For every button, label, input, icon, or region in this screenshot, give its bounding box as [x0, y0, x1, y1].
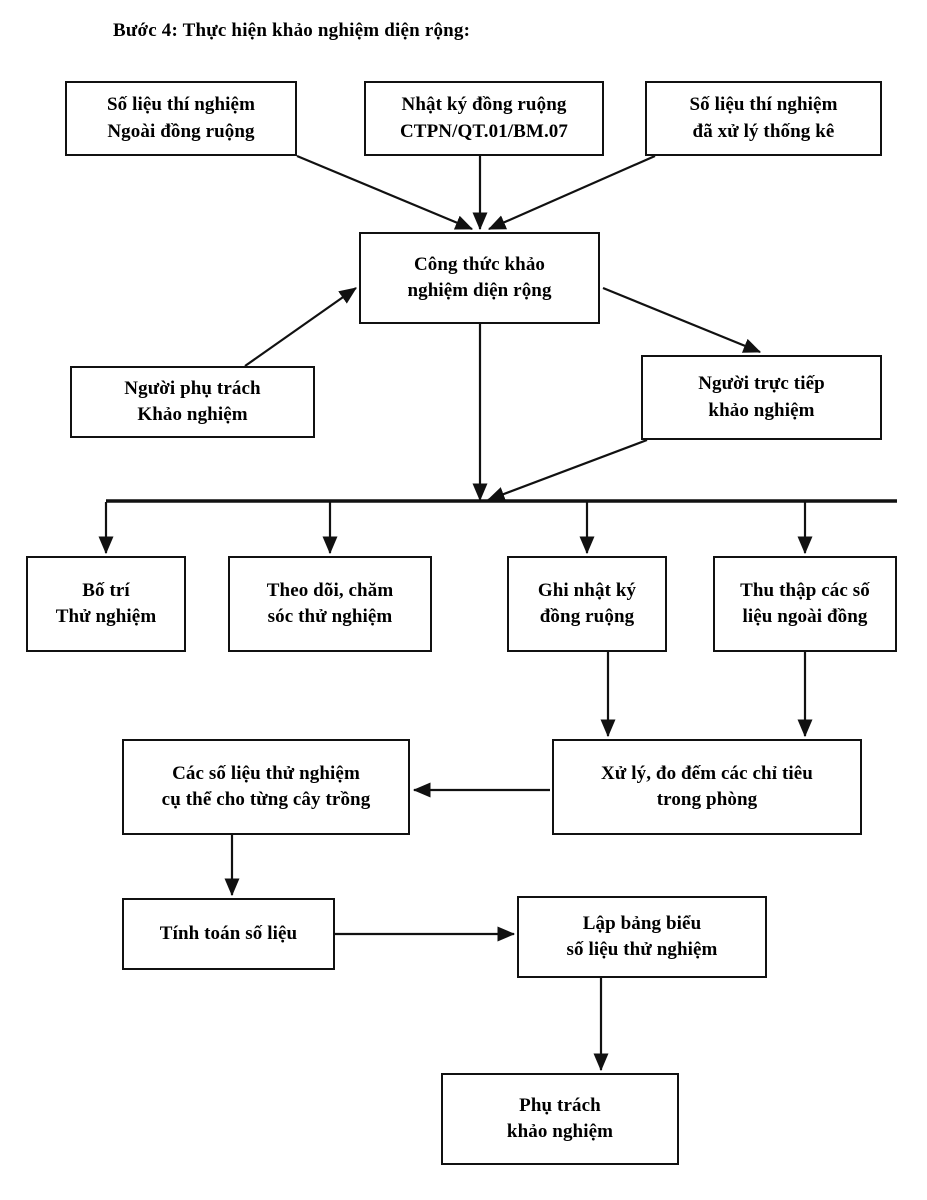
node-label-line-1: Công thức khảo — [413, 253, 546, 275]
node-label-line-1: Theo dõi, chăm — [266, 579, 394, 601]
node-label-line-2: liệu ngoài đồng — [742, 606, 868, 627]
node-label-line-2: đã xử lý thống kê — [692, 120, 835, 142]
node-label-line-1: Xử lý, đo đếm các chỉ tiêu — [601, 762, 813, 784]
node-label-line-2: Ngoài đồng ruộng — [107, 120, 255, 142]
node-label-line-1: Các số liệu thử nghiệm — [172, 762, 360, 784]
node-tinh-toan-so-lieu[interactable]: Tính toán số liệu — [122, 898, 335, 970]
node-phu-trach-khao-nghiem[interactable]: Phụ trách khảo nghiệm — [441, 1073, 679, 1165]
node-lap-bang-bieu-so-lieu-thu-nghiem[interactable]: Lập bảng biểu số liệu thử nghiệm — [517, 896, 767, 978]
node-thu-thap-cac-so-lieu-ngoai-dong[interactable]: Thu thập các số liệu ngoài đồng — [713, 556, 897, 652]
node-label-line-2: khảo nghiệm — [506, 1121, 614, 1142]
node-label-line-2: cụ thể cho từng cây trồng — [161, 789, 371, 810]
node-cong-thuc-khao-nghiem-dien-rong[interactable]: Công thức khảo nghiệm diện rộng — [359, 232, 600, 324]
node-label-line-1: Ghi nhật ký — [537, 579, 637, 601]
node-label-line-2: số liệu thử nghiệm — [566, 939, 718, 960]
edge-cong-thuc-to-nguoi-truc-tiep — [602, 286, 762, 354]
node-cac-so-lieu-thu-nghiem-cu-the[interactable]: Các số liệu thử nghiệm cụ thể cho từng câ… — [122, 739, 410, 835]
page-title: Bước 4: Thực hiện khảo nghiệm diện rộng: — [113, 20, 471, 41]
node-label-line-2: sóc thử nghiệm — [267, 606, 393, 627]
node-ghi-nhat-ky-dong-ruong[interactable]: Ghi nhật ký đồng ruộng — [507, 556, 667, 652]
node-label-line-1: Số liệu thí nghiệm — [106, 94, 256, 116]
edge-nguoi-phu-trach-to-cong-thuc — [244, 287, 357, 367]
node-label-line-2: khảo nghiệm — [708, 399, 815, 421]
node-label-line-1: Nhật ký đồng ruộng — [401, 94, 567, 116]
node-xu-ly-do-dem-cac-chi-tieu[interactable]: Xử lý, đo đếm các chỉ tiêu trong phòng — [552, 739, 862, 835]
node-label-line-2: Khảo nghiệm — [137, 404, 248, 425]
node-nguoi-truc-tiep-khao-nghiem[interactable]: Người trực tiếp khảo nghiệm — [641, 355, 882, 440]
node-label-line-1: Người trực tiếp — [698, 373, 825, 395]
node-label-line-2: Thử nghiệm — [55, 606, 157, 627]
node-label-line-1: Số liệu thí nghiệm — [689, 94, 838, 116]
node-label-line-1: Người phụ trách — [124, 377, 261, 399]
node-so-lieu-thi-nghiem-da-xu-ly-thong-ke[interactable]: Số liệu thí nghiệm đã xử lý thống kê — [645, 81, 882, 156]
node-label-line-1: Thu thập các số — [740, 579, 870, 601]
node-label-line-1: Lập bảng biểu — [582, 912, 702, 934]
node-label-line-2: đồng ruộng — [539, 606, 635, 627]
node-label-line-2: nghiệm diện rộng — [407, 280, 552, 301]
node-label-line-1: Tính toán số liệu — [159, 922, 298, 944]
node-label-line-1: Phụ trách — [519, 1094, 601, 1116]
edge-da-xu-ly-thong-ke-to-cong-thuc — [487, 154, 656, 231]
node-label-line-2: trong phòng — [656, 789, 758, 810]
edge-nguoi-truc-tiep-to-bus — [486, 438, 648, 502]
edge-so-lieu-ngoai-dong-to-cong-thuc — [296, 154, 474, 231]
node-theo-doi-cham-soc-thu-nghiem[interactable]: Theo dõi, chăm sóc thử nghiệm — [228, 556, 432, 652]
node-label-line-1: Bố trí — [82, 579, 130, 601]
node-label-line-2: CTPN/QT.01/BM.07 — [399, 120, 569, 142]
